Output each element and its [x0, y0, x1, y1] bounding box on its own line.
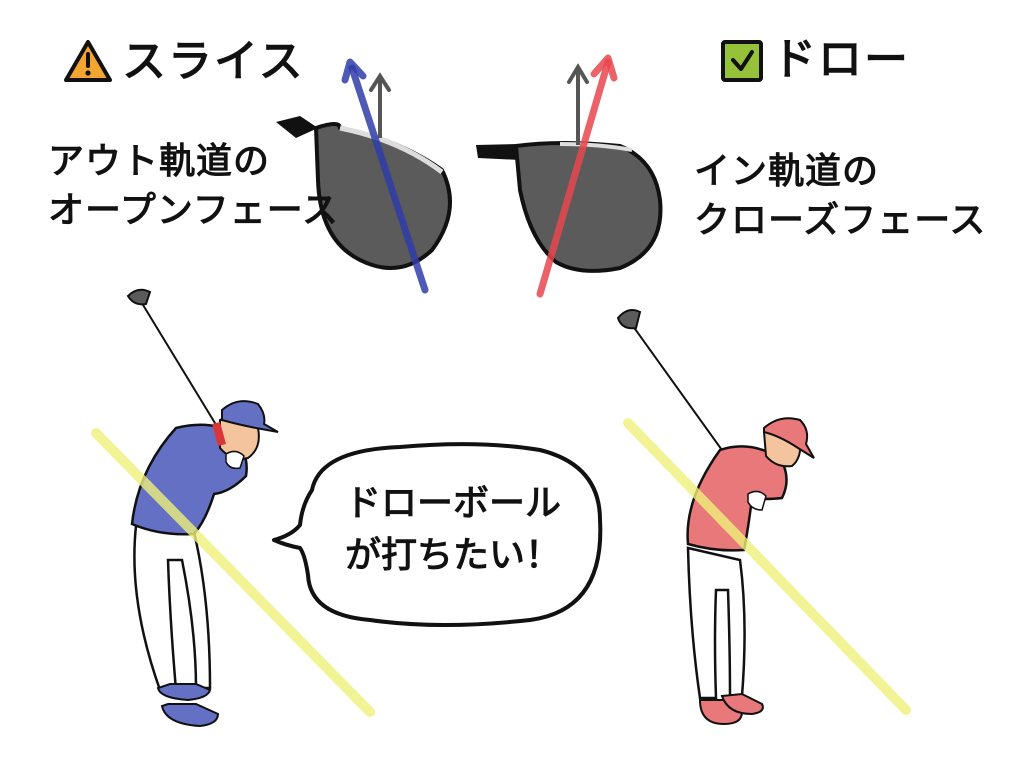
slice-swing-plane-line: [91, 428, 375, 717]
checkbox-check-icon: [721, 40, 763, 82]
slice-description: アウト軌道の オープンフェース: [48, 138, 339, 235]
draw-club-head: [476, 54, 663, 298]
slice-golfer: [126, 288, 279, 728]
speech-bubble-text: ドローボール が打ちたい！: [318, 478, 588, 582]
draw-golfer: [616, 309, 815, 726]
slice-description-line1: アウト軌道の: [48, 141, 271, 182]
draw-description-line2: クローズフェース: [694, 199, 987, 241]
warning-triangle-icon: [64, 40, 112, 82]
draw-description-line1: イン軌道の: [694, 151, 880, 192]
speech-bubble-line1: ドローボール: [344, 483, 561, 524]
draw-title: ドロー: [772, 34, 910, 85]
speech-bubble-line2: が打ちたい！: [344, 535, 561, 577]
slice-description-line2: オープンフェース: [48, 189, 339, 231]
speech-bubble-outline: [272, 442, 603, 627]
slice-club-head: [276, 58, 452, 294]
slice-title: スライス: [122, 36, 305, 87]
draw-swing-plane-line: [623, 418, 911, 715]
draw-description: イン軌道の クローズフェース: [694, 148, 986, 245]
